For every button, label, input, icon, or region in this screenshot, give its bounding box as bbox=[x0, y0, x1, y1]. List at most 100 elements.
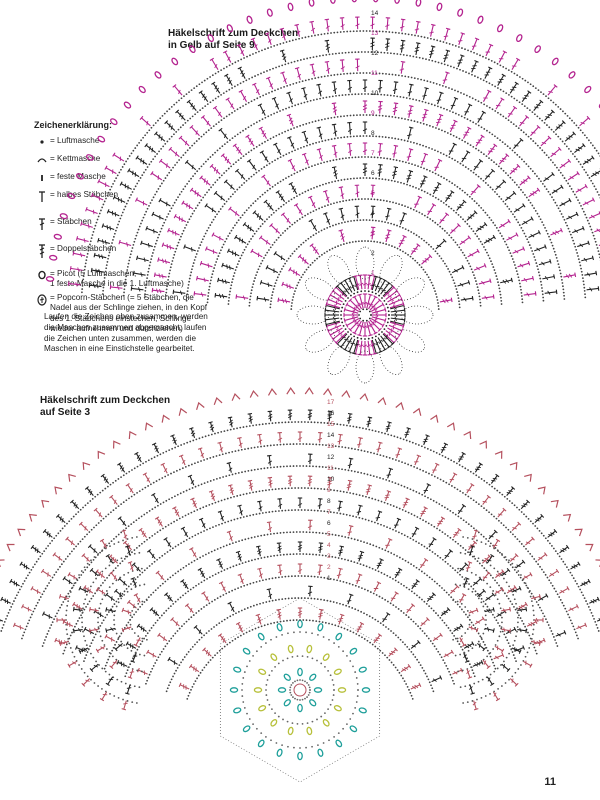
chain-dot-icon bbox=[422, 519, 424, 522]
petal-stitch-icon bbox=[382, 285, 394, 297]
chain-dot-icon bbox=[350, 220, 352, 222]
chain-dot-icon bbox=[237, 610, 240, 613]
chain-dot-icon bbox=[438, 255, 441, 257]
chain-dot-icon bbox=[497, 622, 499, 624]
chain-dot-icon bbox=[289, 531, 292, 534]
chain-dot-icon bbox=[77, 620, 79, 622]
chain-dot-icon bbox=[108, 574, 111, 577]
chain-dot-icon bbox=[236, 495, 239, 497]
chain-dot-icon bbox=[412, 208, 415, 211]
chain-dot-icon bbox=[513, 605, 515, 608]
chain-dot-icon bbox=[386, 526, 388, 529]
chain-dot-icon bbox=[308, 531, 311, 534]
chain-dot-icon bbox=[504, 592, 506, 595]
chain-dot-icon bbox=[166, 551, 169, 553]
chain-dot-icon bbox=[126, 669, 129, 672]
picot-icon bbox=[233, 707, 242, 714]
picot-icon bbox=[242, 647, 251, 655]
chain-dot-icon bbox=[424, 672, 427, 675]
legend-item-text-line: = Kettmasche bbox=[50, 153, 101, 163]
chain-dot-icon bbox=[271, 669, 273, 672]
chain-dot-icon bbox=[342, 727, 345, 730]
stitch-top-bar bbox=[377, 327, 382, 332]
stitch-cross-bar bbox=[373, 307, 378, 311]
chain-dot-icon bbox=[364, 198, 366, 200]
chain-dot-icon bbox=[217, 500, 220, 503]
chain-dot-icon bbox=[151, 667, 154, 670]
chain-dot-icon bbox=[450, 273, 452, 276]
chain-dot-icon bbox=[289, 255, 292, 257]
chain-dot-icon bbox=[294, 487, 297, 489]
chain-dot-icon bbox=[303, 575, 306, 577]
chain-dot-icon bbox=[221, 522, 223, 525]
chain-dot-icon bbox=[299, 553, 301, 555]
chain-dot-icon bbox=[496, 582, 498, 584]
petal-stitch-icon bbox=[370, 276, 376, 290]
chain-dot-icon bbox=[282, 659, 284, 662]
chain-dot-icon bbox=[276, 532, 279, 535]
chain-dot-icon bbox=[186, 697, 189, 700]
stitch-cross-bar bbox=[365, 490, 371, 493]
chain-dot-icon bbox=[475, 283, 478, 285]
stitch-top-bar bbox=[467, 280, 471, 285]
chain-dot-icon bbox=[329, 600, 332, 603]
chain-dot-icon bbox=[453, 282, 456, 285]
chain-dot-icon bbox=[409, 207, 412, 210]
chain-dot-icon bbox=[460, 645, 462, 648]
chain-dot-icon bbox=[444, 262, 446, 265]
chain-dot-icon bbox=[226, 617, 229, 619]
stitch-top-bar bbox=[381, 323, 385, 328]
chain-dot-icon bbox=[309, 689, 311, 691]
chain-dot-icon bbox=[441, 531, 444, 534]
chain-dot-icon bbox=[324, 665, 326, 668]
chain-dot-icon bbox=[342, 324, 345, 327]
chain-dot-icon bbox=[265, 736, 267, 738]
chain-dot-icon bbox=[316, 576, 319, 578]
chain-dot-icon bbox=[456, 291, 459, 293]
chain-dot-icon bbox=[343, 627, 346, 630]
stitch-top-bar bbox=[265, 265, 269, 270]
chain-dot-icon bbox=[435, 293, 437, 295]
stitch-top-bar bbox=[259, 280, 263, 285]
stitch-top-bar bbox=[281, 281, 284, 287]
chain-dot-icon bbox=[336, 201, 338, 204]
fan-stitch-icon bbox=[402, 498, 409, 509]
chain-dot-icon bbox=[265, 578, 267, 581]
chain-dot-icon bbox=[474, 590, 477, 593]
petal-stitch-icon bbox=[332, 290, 345, 300]
stitch-cross-bar bbox=[375, 637, 380, 640]
chain-dot-icon bbox=[117, 564, 119, 567]
chain-dot-icon bbox=[307, 597, 309, 600]
chain-dot-icon bbox=[357, 586, 360, 588]
legend-item: = halbes Stäbchen bbox=[34, 190, 244, 205]
chain-dot-icon bbox=[292, 619, 295, 622]
chain-dot-icon bbox=[219, 595, 222, 598]
chain-dot-icon bbox=[315, 553, 318, 556]
stitch-cross-bar bbox=[442, 299, 446, 304]
chain-dot-icon bbox=[148, 673, 151, 676]
chain-dot-icon bbox=[400, 610, 403, 612]
chain-dot-icon bbox=[191, 685, 194, 688]
chain-dot-icon bbox=[441, 558, 444, 561]
fan-stitch-icon bbox=[318, 498, 321, 509]
stitch-top-bar bbox=[373, 275, 379, 278]
chain-dot-icon bbox=[419, 517, 422, 520]
chain-dot-icon bbox=[213, 626, 215, 628]
chain-dot-icon bbox=[400, 674, 403, 677]
chain-dot-icon bbox=[378, 595, 381, 598]
chain-dot-icon bbox=[265, 489, 267, 492]
chain-loop bbox=[327, 255, 351, 285]
chain-dot-icon bbox=[106, 613, 108, 616]
chain-dot-icon bbox=[362, 319, 365, 322]
chain-dot-icon bbox=[423, 600, 426, 603]
stitch-top-bar bbox=[357, 573, 363, 576]
chain-dot-icon bbox=[106, 661, 108, 664]
chain-dot-icon bbox=[268, 674, 271, 677]
chain-dot-icon bbox=[163, 612, 165, 614]
chain-dot-icon bbox=[261, 512, 264, 514]
chain-dot-icon bbox=[452, 679, 454, 682]
chain-dot-icon bbox=[387, 310, 390, 313]
chain-dot-icon bbox=[318, 620, 321, 623]
chain-dot-icon bbox=[152, 664, 155, 667]
chain-dot-icon bbox=[226, 497, 229, 500]
